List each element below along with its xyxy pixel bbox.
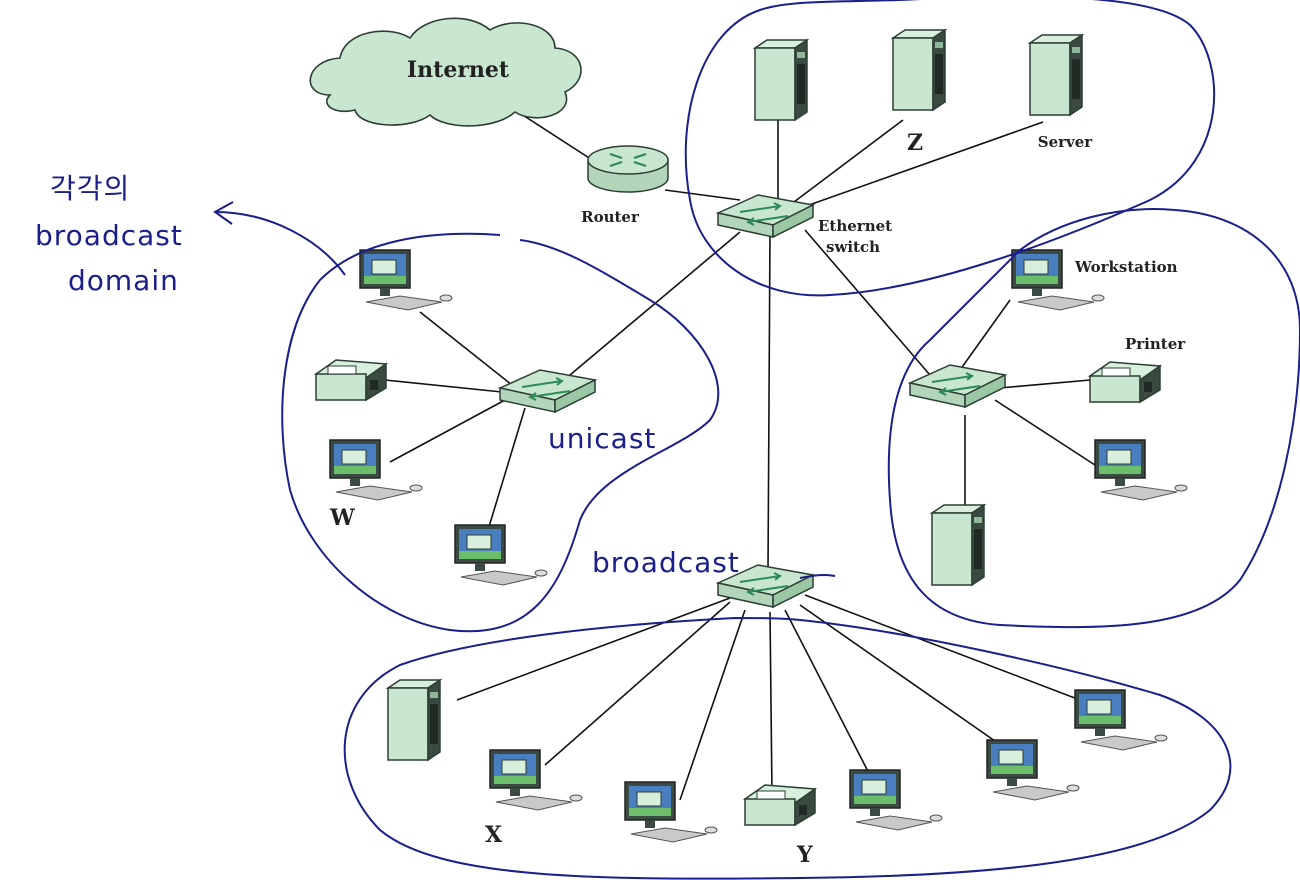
y-label: Y <box>796 842 813 868</box>
handwritten-annotations <box>213 0 1300 880</box>
right-switch-icon <box>909 364 1006 408</box>
server-tower-icon <box>1029 34 1083 116</box>
ethernet-switch-label-2: switch <box>826 238 880 256</box>
internet-label: Internet <box>407 57 510 83</box>
printer-y-icon <box>744 784 816 826</box>
router-label: Router <box>581 208 640 226</box>
server-z-tower-icon <box>892 29 946 111</box>
printer-label: Printer <box>1125 335 1186 353</box>
printer-icon <box>1089 361 1161 403</box>
server-label: Server <box>1038 133 1094 151</box>
router-icon <box>587 145 669 193</box>
unicast-annotation: unicast <box>548 422 656 455</box>
server-tower-icon <box>931 504 985 586</box>
broadcast-domain-annotation-1: broadcast <box>35 219 183 252</box>
server-tower-icon <box>754 39 808 121</box>
x-label: X <box>485 822 503 848</box>
korean-annotation: 각각의 <box>50 172 130 205</box>
workstation-icon <box>1094 439 1188 501</box>
server-tower-icon <box>387 679 441 761</box>
internet-cloud-icon <box>309 17 582 127</box>
workstation-icon <box>454 524 548 586</box>
workstation-icon <box>986 739 1080 801</box>
workstation-icon <box>359 249 453 311</box>
ethernet-switch-label-1: Ethernet <box>818 217 892 235</box>
broadcast-annotation: broadcast <box>592 546 740 579</box>
workstation-label: Workstation <box>1074 258 1178 276</box>
workstation-icon <box>849 769 943 831</box>
workstation-icon <box>1074 689 1168 751</box>
w-label: W <box>329 505 355 531</box>
workstation-icon <box>624 781 718 843</box>
z-label: Z <box>907 130 923 156</box>
left-switch-icon <box>499 369 596 413</box>
ethernet-switch-icon <box>717 194 814 238</box>
workstation-x-icon <box>489 749 583 811</box>
workstation-w-icon <box>329 439 423 501</box>
broadcast-domain-annotation-2: domain <box>68 264 179 297</box>
printer-icon <box>315 359 387 401</box>
